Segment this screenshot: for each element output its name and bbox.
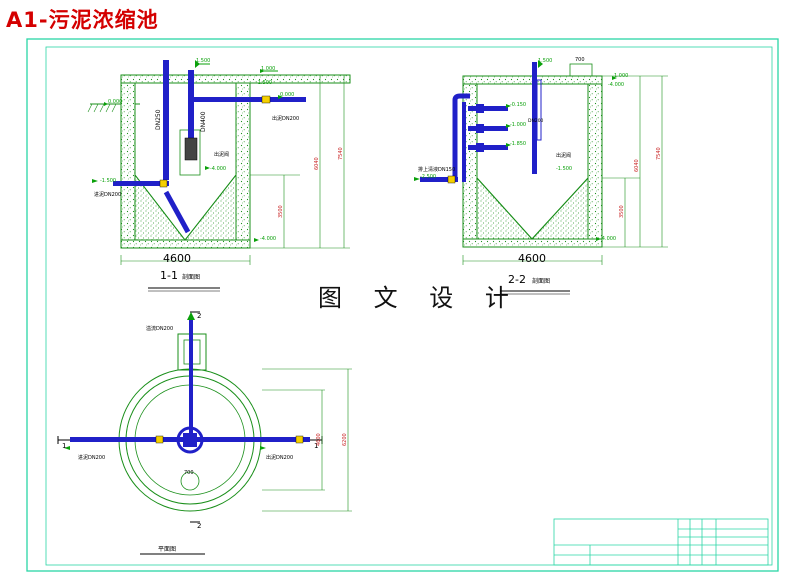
section-1-dim-6040: 6040 [314, 157, 320, 170]
section-1-elev-1: 1.500 [196, 58, 210, 64]
section-2-2-elevation-marks [414, 60, 617, 241]
section-2-elev-8: -4.000 [600, 236, 616, 242]
plan-pipe-label-outlet: 出泥DN200 [266, 454, 293, 461]
plan-section-mark-1-right: 1 [314, 442, 318, 450]
section-2-elev-7: -2.500 [420, 174, 436, 180]
plan-dim-700: 700 [184, 470, 194, 476]
section-2-caption-suffix: 剖面图 [532, 277, 550, 285]
section-1-dim-7540: 7540 [338, 147, 344, 160]
plan-flow-arrows [64, 312, 266, 450]
section-1-pipe-label-outlet: 出泥DN200 [272, 115, 299, 122]
section-1-width-dim: 4600 [163, 252, 191, 265]
outer-frame [26, 38, 779, 572]
section-1-elev-4: 0.000 [280, 92, 294, 98]
section-1-caption-suffix: 剖面图 [182, 273, 200, 281]
section-2-elev-9: -4.000 [608, 82, 624, 88]
section-1-pipe-label-dn250: DN250 [155, 109, 162, 130]
plan-caption: 平面图 [158, 546, 176, 553]
section-1-pipe-label-valve: 出泥阀 [214, 151, 229, 158]
section-1-pipe-label-inlet: 进泥DN200 [94, 191, 121, 198]
section-2-dim-3500: 3500 [619, 205, 625, 218]
drawing-title: A1-污泥浓缩池 [6, 8, 159, 32]
plan-pipe-label-inlet: 进泥DN200 [78, 454, 105, 461]
section-2-dim-6040: 6040 [634, 159, 640, 172]
plan-dim-4600: 4600 [316, 433, 322, 446]
section-2-elev-5: -1.850 [510, 141, 526, 147]
section-1-pipe-label-dn400: DN400 [200, 111, 207, 132]
section-2-elev-4: -1.000 [510, 122, 526, 128]
section-1-elev-2: 1.000 [261, 66, 275, 72]
plan-section-mark-1-left: 1 [62, 442, 66, 450]
section-2-dim-7540: 7540 [656, 147, 662, 160]
plan-section-mark-2-bottom: 2 [197, 522, 201, 530]
section-2-elev-6: -1.500 [556, 166, 572, 172]
title-block [553, 518, 769, 566]
section-2-elev-3: -0.150 [510, 102, 526, 108]
watermark-text: 图 文 设 计 [318, 284, 521, 312]
section-2-elev-2: 1.000 [614, 73, 628, 79]
section-1-dim-3500: 3500 [278, 205, 284, 218]
section-1-elev-3: 0.000 [108, 99, 122, 105]
section-1-elev-5: -1.500 [100, 178, 116, 184]
inner-frame [45, 46, 773, 566]
plan-section-mark-2-top: 2 [197, 312, 201, 320]
section-2-dim-700: 700 [575, 57, 585, 63]
plan-dim-6200: 6200 [342, 433, 348, 446]
section-1-elev-7: -4.000 [260, 236, 276, 242]
section-1-elev-8: -1.500 [256, 80, 272, 86]
section-1-caption: 1-1 [160, 269, 178, 282]
section-1-1-elevation-marks [92, 60, 283, 242]
section-2-pipe-label-dn200: DN200 [528, 118, 544, 124]
section-2-pipe-label-valve: 出泥阀 [556, 152, 571, 159]
section-2-elev-1: 1.500 [538, 58, 552, 64]
plan-pipe-label-overflow: 溢流DN200 [146, 325, 173, 332]
plan-view [57, 311, 352, 555]
section-2-width-dim: 4600 [518, 252, 546, 265]
section-2-caption: 2-2 [508, 273, 526, 286]
section-1-elev-6: -4.000 [210, 166, 226, 172]
section-2-2 [420, 62, 668, 295]
section-1-1 [87, 60, 351, 292]
section-2-pipe-label-supernatant: 排上清液DN150 [418, 166, 455, 173]
